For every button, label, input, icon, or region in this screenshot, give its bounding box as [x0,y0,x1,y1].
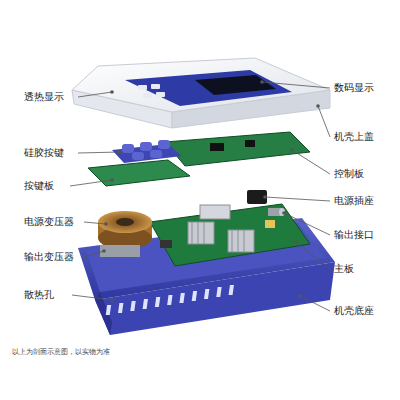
main-board [150,204,310,266]
note-text: 以上为剖面示意图，以实物为准 [12,348,110,356]
output-connector [268,208,285,216]
leader-lines [70,82,330,311]
part-label: 散热孔 [24,289,54,301]
part-label: 输出接口 [334,229,374,241]
part-label: 主板 [334,263,354,275]
part-label: 机壳上盖 [334,131,374,143]
part-label: 电源插座 [334,195,374,207]
part-label: 数码显示 [334,82,374,94]
silicone-keys [112,140,182,163]
part-label: 透热显示 [24,91,64,103]
key-board [88,160,190,186]
part-label: 电源变压器 [24,216,74,228]
leader-dots [102,80,320,302]
part-label: 机壳底座 [334,305,374,317]
part-label: 输出变压器 [24,251,74,263]
transformer [98,211,152,257]
part-label: 按键板 [24,180,54,192]
power-socket [247,190,267,204]
part-label: 控制板 [334,168,364,180]
chips [210,140,255,151]
control-board [165,132,310,166]
part-label: 硅胶按键 [24,147,64,159]
top-cover [72,58,330,128]
